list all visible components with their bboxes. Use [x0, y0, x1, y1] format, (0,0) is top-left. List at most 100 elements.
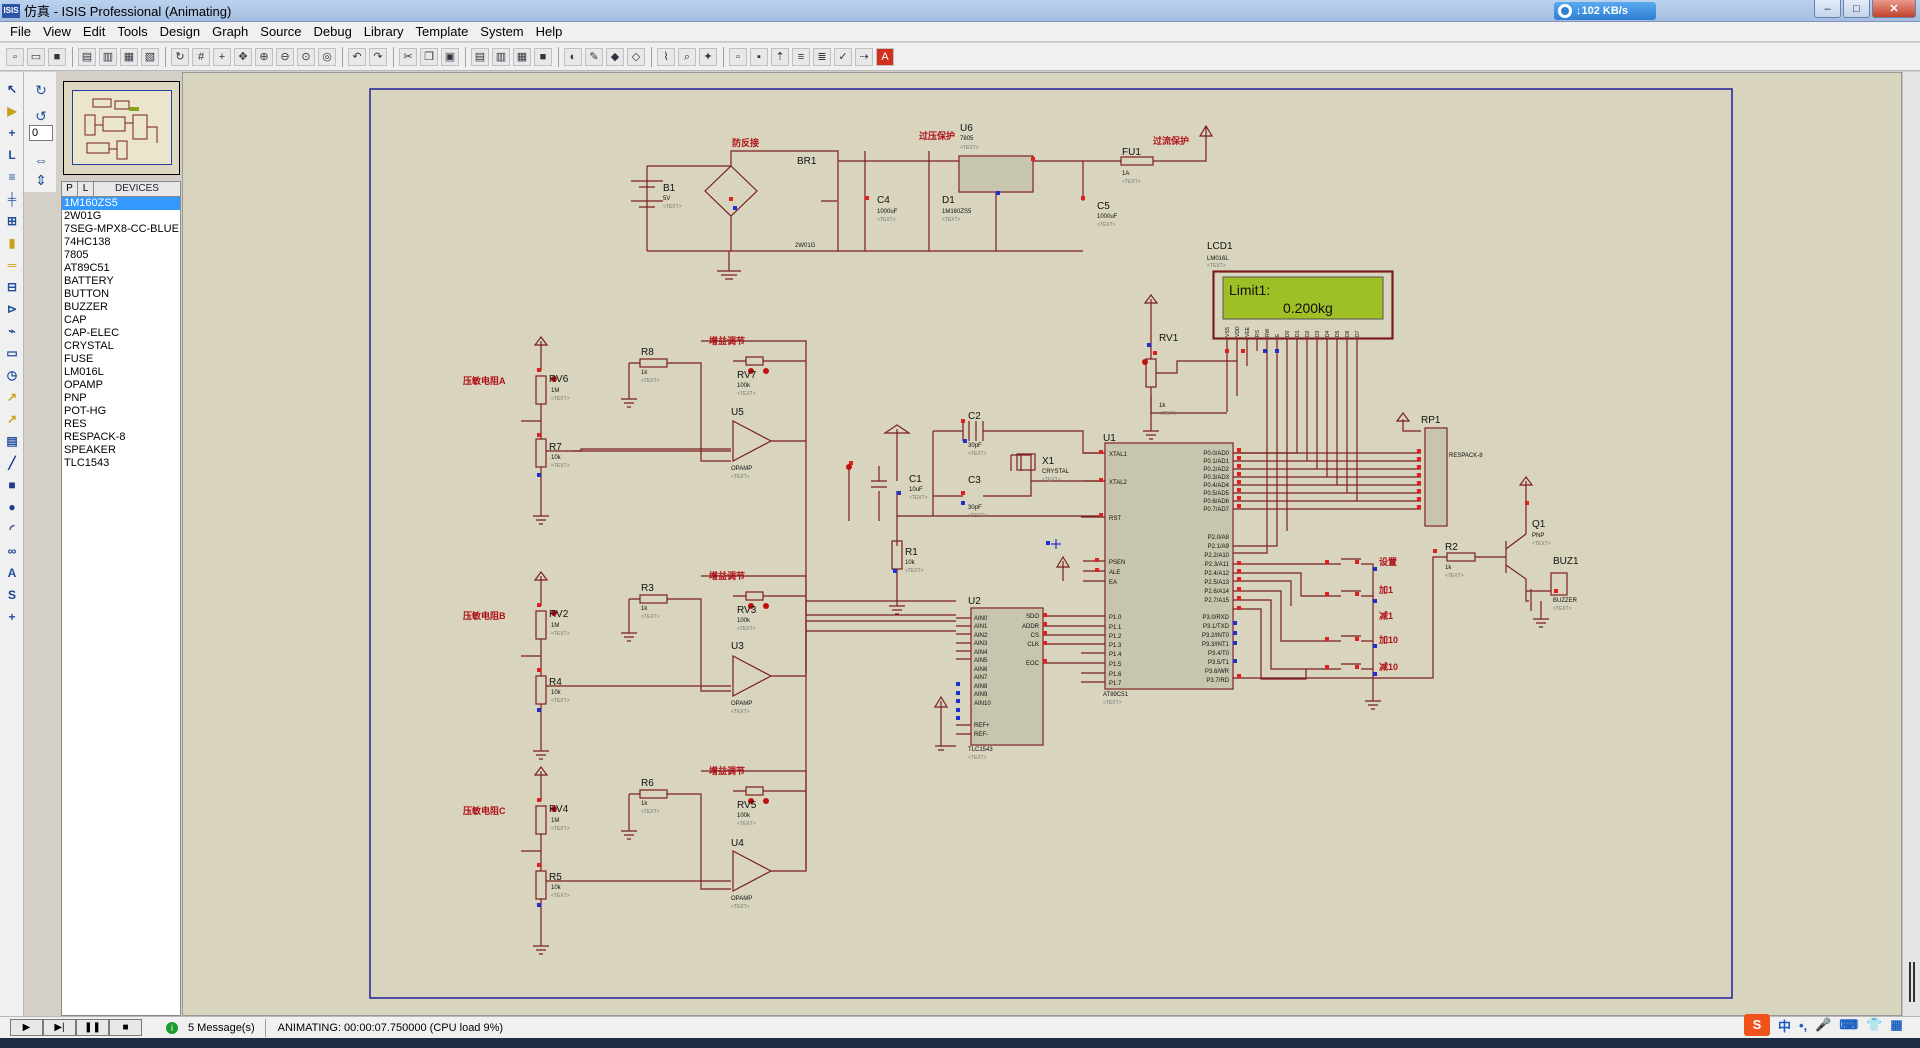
- export-icon[interactable]: ▥: [99, 47, 117, 66]
- library-manager-button[interactable]: L: [78, 182, 94, 196]
- block-move-icon[interactable]: ▥: [492, 47, 510, 66]
- arc-tool-icon[interactable]: ◜: [9, 522, 15, 536]
- menu-help[interactable]: Help: [535, 24, 563, 39]
- menu-library[interactable]: Library: [363, 24, 404, 39]
- new-file-icon[interactable]: ▫: [6, 47, 24, 66]
- list-item[interactable]: 7805: [64, 249, 89, 261]
- tape-recorder-icon[interactable]: ▭: [6, 346, 18, 360]
- play-button[interactable]: ▶: [10, 1019, 43, 1036]
- netlist-icon[interactable]: ≣: [813, 47, 831, 66]
- cut-icon[interactable]: ✂: [399, 47, 417, 66]
- menu-debug[interactable]: Debug: [313, 24, 352, 39]
- make-device-icon[interactable]: ✎: [585, 47, 603, 66]
- list-item[interactable]: 2W01G: [64, 210, 102, 222]
- list-item[interactable]: RES: [64, 418, 87, 430]
- mirror-horizontal-icon[interactable]: ⇔: [34, 152, 48, 168]
- print-area-icon[interactable]: ▧: [141, 47, 159, 66]
- copy-icon[interactable]: ❐: [420, 47, 438, 66]
- rotate-anticlockwise-icon[interactable]: ↺: [35, 108, 47, 124]
- menu-view[interactable]: View: [42, 24, 71, 39]
- decompose-icon[interactable]: ◇: [627, 47, 645, 66]
- box-tool-icon[interactable]: ■: [8, 478, 16, 492]
- zoom-in-icon[interactable]: ⊕: [255, 47, 273, 66]
- marker-tool-icon[interactable]: +: [8, 610, 16, 624]
- pan-icon[interactable]: ✥: [234, 47, 252, 66]
- grid-icon[interactable]: #: [192, 47, 210, 66]
- junction-dot-icon[interactable]: +: [8, 126, 16, 140]
- buses-icon[interactable]: ╪: [7, 192, 17, 206]
- list-item[interactable]: 74HC138: [64, 236, 111, 248]
- menu-graph[interactable]: Graph: [212, 24, 249, 39]
- erc-icon[interactable]: ✓: [834, 47, 852, 66]
- menu-design[interactable]: Design: [159, 24, 201, 39]
- search-icon[interactable]: ⌕: [678, 47, 696, 66]
- pause-button[interactable]: ❚❚: [76, 1019, 109, 1036]
- list-item[interactable]: OPAMP: [64, 379, 103, 391]
- symbol-tool-icon[interactable]: S: [7, 588, 16, 602]
- menu-system[interactable]: System: [480, 24, 524, 39]
- text-script-icon[interactable]: ≡: [8, 170, 16, 184]
- skin-icon[interactable]: 👕: [1866, 1017, 1883, 1032]
- list-item[interactable]: PNP: [64, 392, 87, 404]
- vertical-scrollbar[interactable]: [1902, 72, 1920, 1016]
- terminals-icon[interactable]: ▮: [8, 236, 16, 250]
- print-icon[interactable]: ▦: [120, 47, 138, 66]
- scroll-grip[interactable]: [1909, 962, 1915, 1002]
- graph-mode-icon[interactable]: ⊟: [6, 280, 18, 294]
- list-item[interactable]: 1M160ZS5: [62, 197, 180, 210]
- zoom-area-icon[interactable]: ◎: [318, 47, 336, 66]
- open-folder-icon[interactable]: ▭: [27, 47, 45, 66]
- wire-autoroute-icon[interactable]: ⌇: [657, 47, 675, 66]
- list-item[interactable]: BUZZER: [64, 301, 108, 313]
- stop-button[interactable]: ■: [109, 1019, 142, 1036]
- line-tool-icon[interactable]: ╱: [8, 456, 16, 470]
- mirror-vertical-icon[interactable]: ⇕: [35, 172, 47, 188]
- exit-parent-icon[interactable]: ⇡: [771, 47, 789, 66]
- voltage-probe-icon[interactable]: ⌁: [8, 324, 16, 338]
- list-item[interactable]: CAP-ELEC: [64, 327, 120, 339]
- current-probe-icon[interactable]: ↗: [6, 390, 18, 404]
- packaging-icon[interactable]: ◆: [606, 47, 624, 66]
- wire-label-icon[interactable]: L: [8, 148, 16, 162]
- refresh-icon[interactable]: ↻: [171, 47, 189, 66]
- netlist-transfer-icon[interactable]: ⇢: [855, 47, 873, 66]
- minimize-button[interactable]: –: [1814, 0, 1841, 18]
- list-item[interactable]: LM016L: [64, 366, 104, 378]
- instrument-icon[interactable]: ▤: [6, 434, 18, 448]
- keyboard-icon[interactable]: ⌨: [1839, 1017, 1859, 1032]
- circle-tool-icon[interactable]: ●: [8, 500, 16, 514]
- path-tool-icon[interactable]: ∞: [7, 544, 17, 558]
- menu-edit[interactable]: Edit: [82, 24, 106, 39]
- block-delete-icon[interactable]: ■: [534, 47, 552, 66]
- import-icon[interactable]: ▤: [78, 47, 96, 66]
- close-button[interactable]: ✕: [1872, 0, 1916, 18]
- pick-devices-button[interactable]: P: [62, 182, 78, 196]
- list-item[interactable]: FUSE: [64, 353, 94, 365]
- network-speed-widget[interactable]: ↓102 KB/s: [1554, 2, 1656, 20]
- block-rotate-icon[interactable]: ▦: [513, 47, 531, 66]
- sogou-logo-icon[interactable]: S: [1744, 1014, 1770, 1036]
- generator-icon[interactable]: ⊳: [6, 302, 18, 316]
- list-item[interactable]: POT-HG: [64, 405, 107, 417]
- bom-icon[interactable]: ≡: [792, 47, 810, 66]
- overview-window[interactable]: [63, 81, 180, 175]
- step-button[interactable]: ▶|: [43, 1019, 76, 1036]
- list-item[interactable]: CRYSTAL: [64, 340, 114, 352]
- new-sheet-icon[interactable]: ▫: [729, 47, 747, 66]
- rotate-clockwise-icon[interactable]: ↻: [35, 82, 47, 98]
- overview-viewport[interactable]: [72, 90, 172, 165]
- origin-icon[interactable]: +: [213, 47, 231, 66]
- list-item[interactable]: BATTERY: [64, 275, 114, 287]
- microphone-icon[interactable]: 🎤: [1815, 1017, 1832, 1032]
- list-item[interactable]: RESPACK-8: [64, 431, 126, 443]
- selection-mode-icon[interactable]: ↖: [6, 82, 18, 96]
- rotation-angle-field[interactable]: 0: [29, 125, 53, 141]
- list-item[interactable]: AT89C51: [64, 262, 110, 274]
- ares-icon[interactable]: A: [876, 47, 894, 66]
- message-area[interactable]: i 5 Message(s): [166, 1018, 266, 1037]
- ime-punctuation[interactable]: •,: [1799, 1017, 1808, 1033]
- list-item[interactable]: SPEAKER: [64, 444, 116, 456]
- virtual-instruments-icon[interactable]: ◷: [6, 368, 18, 382]
- list-item[interactable]: TLC1543: [64, 457, 110, 469]
- component-mode-icon[interactable]: ▶: [7, 104, 17, 118]
